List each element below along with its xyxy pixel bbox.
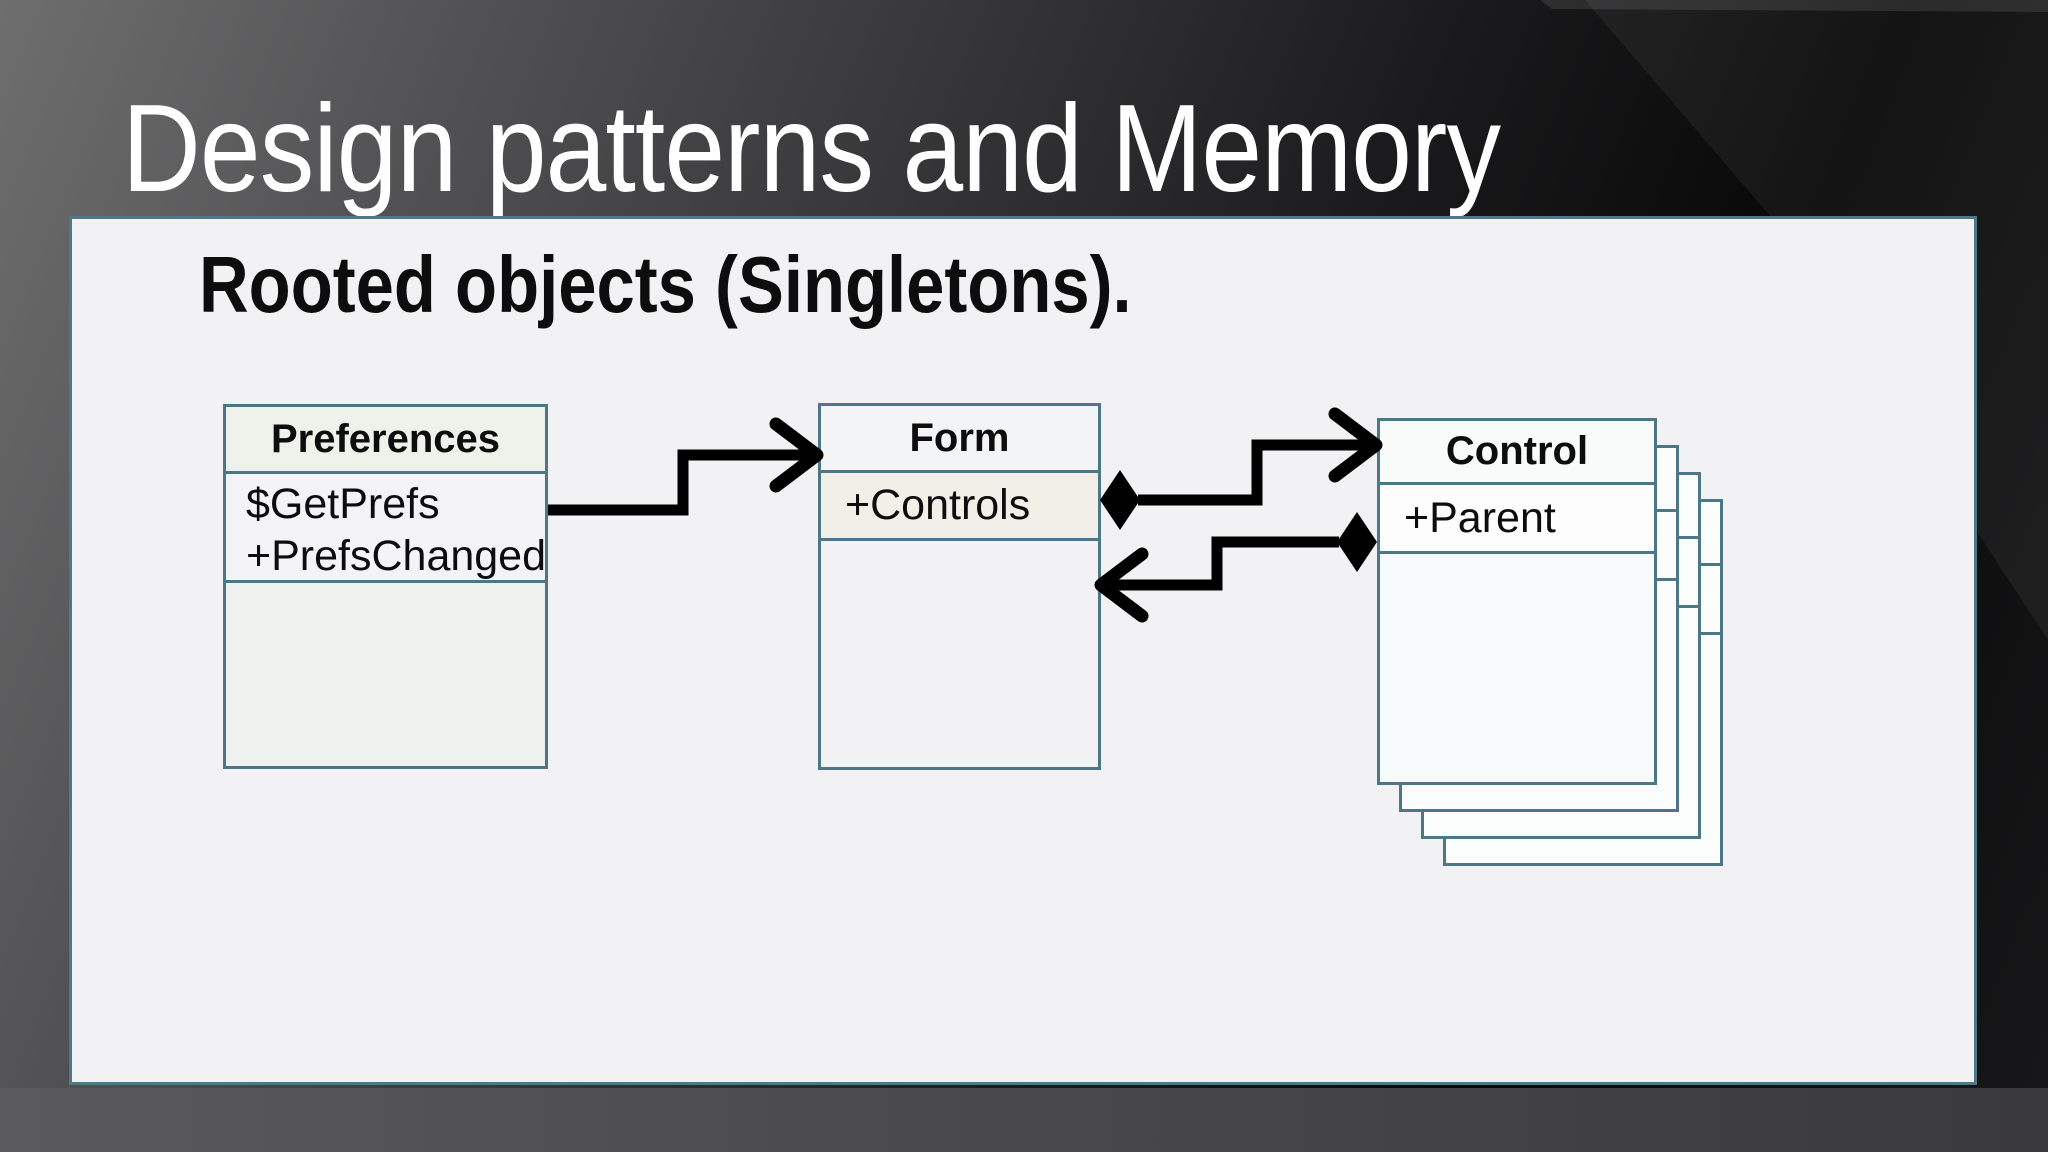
class-members-form: +Controls bbox=[821, 473, 1098, 541]
class-box-control: Control +Parent bbox=[1377, 418, 1657, 785]
panel-heading: Rooted objects (Singletons). bbox=[199, 240, 1132, 329]
member-controls: +Controls bbox=[845, 481, 1031, 529]
class-operations-preferences bbox=[226, 583, 545, 766]
class-operations-form bbox=[821, 541, 1098, 767]
class-members-preferences: $GetPrefs +PrefsChanged bbox=[226, 474, 547, 583]
class-name-form: Form bbox=[821, 406, 1098, 473]
class-members-control: +Parent bbox=[1380, 485, 1654, 554]
member-parent: +Parent bbox=[1404, 493, 1556, 542]
background-bottom-band bbox=[0, 1088, 2048, 1152]
class-name-preferences: Preferences bbox=[226, 407, 545, 474]
class-name-control: Control bbox=[1380, 421, 1654, 485]
class-box-form: Form +Controls bbox=[818, 403, 1101, 770]
class-box-preferences: Preferences $GetPrefs +PrefsChanged bbox=[223, 404, 548, 769]
member-getprefs: $GetPrefs bbox=[246, 480, 440, 528]
member-prefschanged: +PrefsChanged bbox=[246, 532, 547, 580]
class-operations-control bbox=[1380, 554, 1654, 782]
slide-title: Design patterns and Memory bbox=[122, 80, 1501, 218]
